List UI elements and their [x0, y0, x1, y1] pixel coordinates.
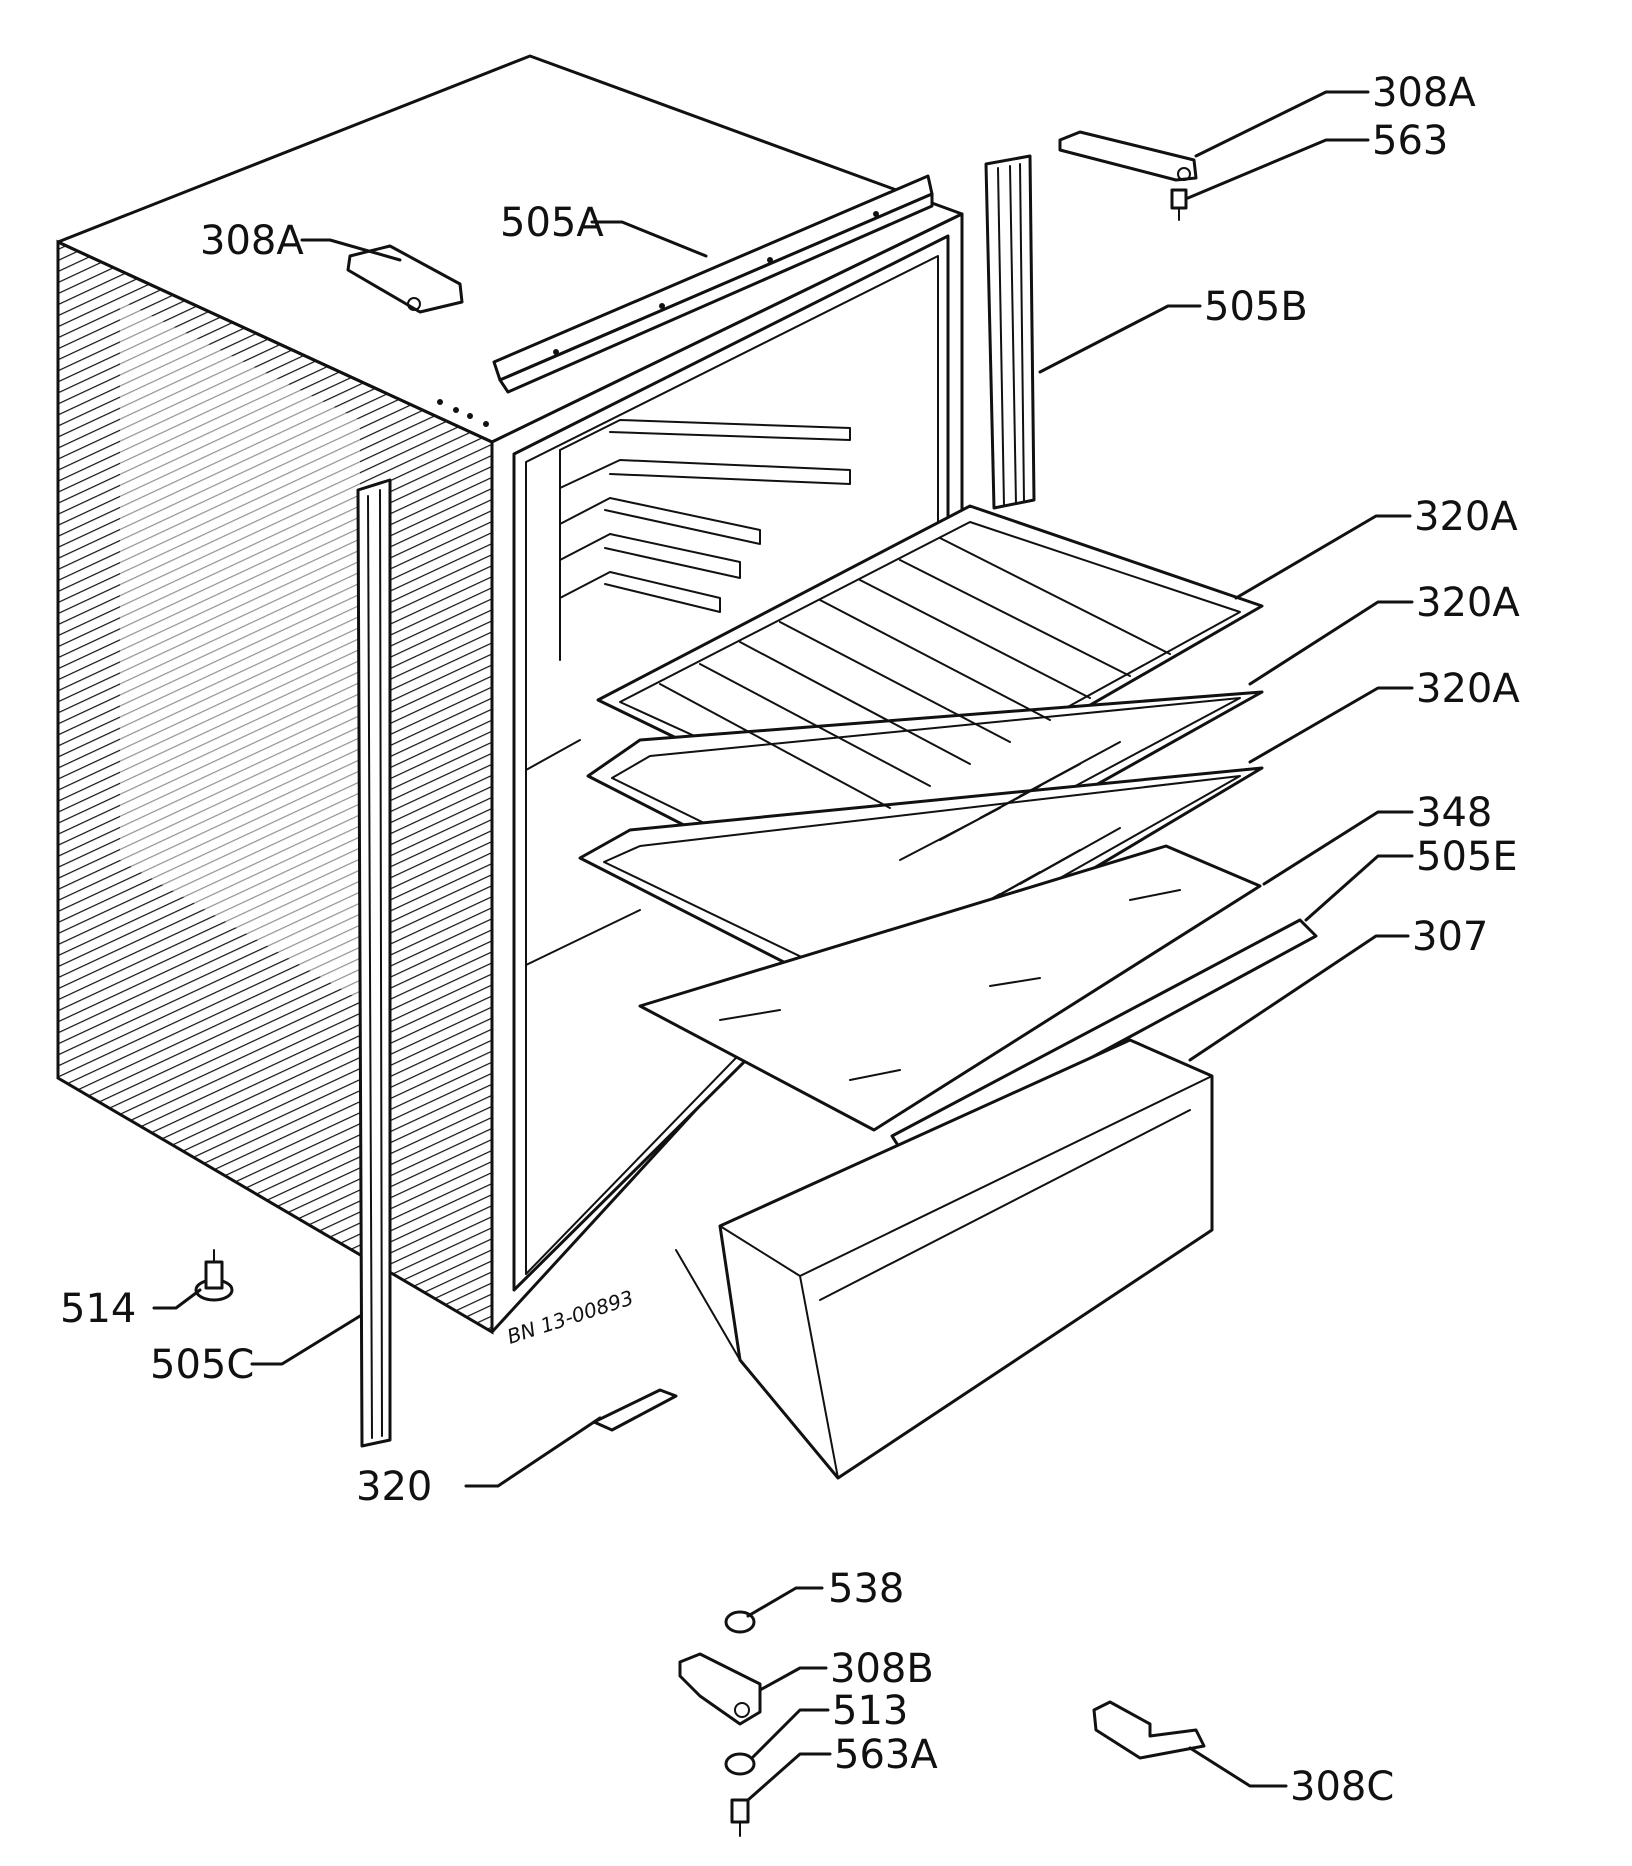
- hinge-top-right: [1058, 130, 1198, 182]
- door-strip-left: [356, 478, 392, 1448]
- crisper-drawer: [675, 1038, 1214, 1480]
- label-foot: 514: [60, 1286, 136, 1332]
- hinge-pin-top: [1170, 188, 1188, 221]
- hinge-pin-bottom: [730, 1798, 750, 1837]
- label-hinge-top-left: 308A: [200, 218, 304, 264]
- label-door-strip-left: 505C: [150, 1342, 254, 1388]
- leader-lines: [152, 90, 1414, 1802]
- label-hinge-bottom: 308B: [830, 1646, 934, 1692]
- hinge-bottom-alt: [1092, 1700, 1206, 1760]
- label-hinge-pin-top: 563: [1372, 118, 1448, 164]
- label-door-strip-top: 505A: [500, 200, 604, 246]
- shelf-support: [592, 1388, 678, 1432]
- label-shelf-1: 320A: [1414, 494, 1518, 540]
- shelf-3: [578, 766, 1264, 1006]
- label-washer: 513: [832, 1688, 908, 1734]
- shelf-ribs: [559, 419, 851, 613]
- hinge-top-left: [346, 244, 464, 314]
- label-crisper-drawer: 307: [1412, 914, 1488, 960]
- washer: [724, 1752, 756, 1776]
- label-shelf-2: 320A: [1416, 580, 1520, 626]
- label-hinge-bottom-alt: 308C: [1290, 1764, 1394, 1810]
- label-shelf-support: 320: [356, 1464, 432, 1510]
- label-hinge-top-right: 308A: [1372, 70, 1476, 116]
- hinge-bottom: [678, 1652, 762, 1726]
- label-hinge-pin-bottom: 563A: [834, 1732, 938, 1778]
- foot: [194, 1249, 234, 1302]
- label-cap: 538: [828, 1566, 904, 1612]
- label-shelf-3: 320A: [1416, 666, 1520, 712]
- door-strip-right: [984, 154, 1036, 510]
- glass-shelf: [638, 844, 1262, 1132]
- door-strip-top: [492, 174, 934, 394]
- label-glass-shelf: 348: [1416, 790, 1492, 836]
- label-glass-trim: 505E: [1416, 834, 1518, 880]
- label-door-strip-right: 505B: [1204, 284, 1308, 330]
